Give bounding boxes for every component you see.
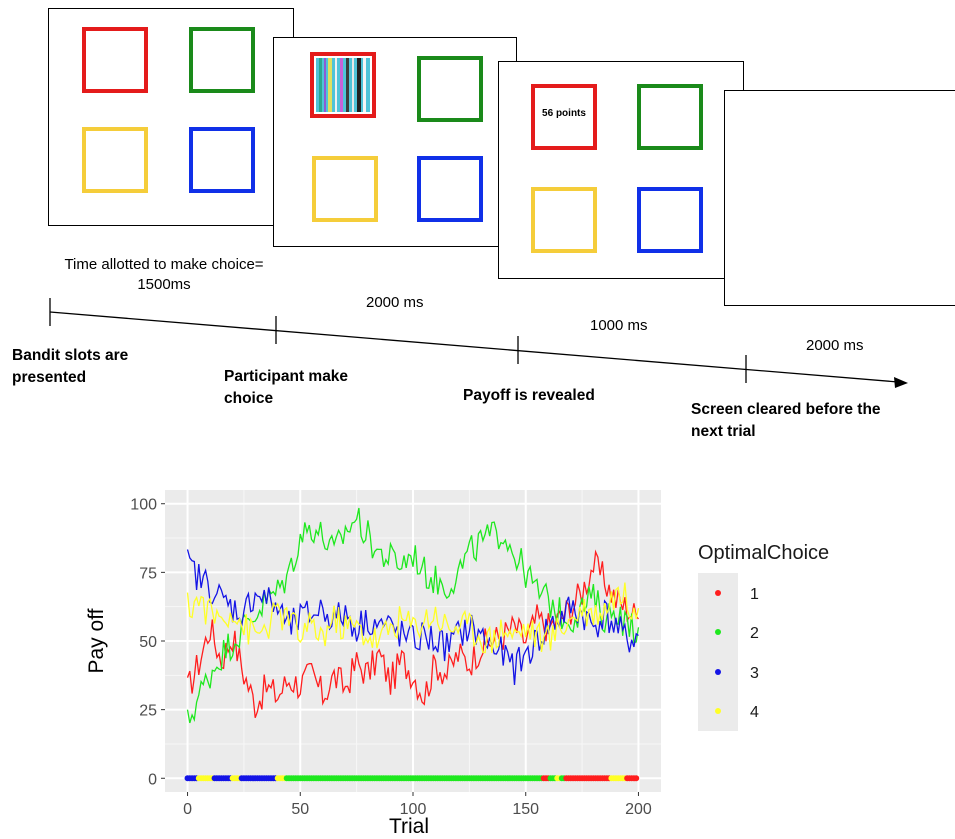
- y-tick-label: 75: [139, 565, 157, 582]
- slot-green: [189, 27, 255, 93]
- legend-entry-2: 2: [715, 625, 759, 642]
- legend-entry-4: 4: [715, 704, 759, 721]
- legend-entry-1: 1: [715, 586, 759, 603]
- duration-label-3: 2000 ms: [806, 337, 864, 354]
- legend-label-3: 3: [750, 665, 759, 682]
- slot-green: [637, 84, 703, 150]
- choice-window-label: Time allotted to make choice= 1500ms: [64, 256, 264, 293]
- legend-key-background: [698, 573, 738, 731]
- screen-choice: [273, 37, 517, 247]
- payoff-chart: 0 50 100 150 200 0 25 50 75 100 Pay off Trial Opt…: [85, 490, 829, 838]
- optimal-choice-point: [633, 775, 640, 782]
- timeline-arrow: [49, 298, 908, 388]
- legend: OptimalChoice 1 2 3 4: [698, 542, 829, 731]
- slot-red-payoff: 56 points: [531, 84, 597, 150]
- payoff-points-label: 56 points: [542, 108, 586, 119]
- series-line-4: [186, 582, 640, 654]
- event-label-2: Participant make choice: [224, 368, 349, 407]
- legend-key-2: [715, 629, 721, 635]
- series-lines: [186, 507, 640, 724]
- series-line-3: [186, 549, 639, 685]
- series-line-2: [186, 507, 640, 724]
- slot-green: [417, 56, 483, 122]
- legend-key-4: [715, 708, 721, 714]
- slot-red: [82, 27, 148, 93]
- event-label-3: Payoff is revealed: [463, 387, 595, 404]
- x-tick-label: 50: [291, 801, 309, 818]
- slot-blue: [637, 187, 703, 253]
- y-tick-label: 25: [139, 703, 157, 720]
- legend-key-1: [715, 590, 721, 596]
- arrowhead-icon: [894, 377, 908, 388]
- optimal-choice-points: [184, 775, 640, 782]
- legend-key-3: [715, 669, 721, 675]
- duration-label-2: 1000 ms: [590, 317, 648, 334]
- legend-entry-3: 3: [715, 665, 759, 682]
- y-tick-label: 0: [148, 771, 157, 788]
- y-tick-label: 100: [130, 497, 157, 514]
- legend-label-2: 2: [750, 625, 759, 642]
- screen-payoff: 56 points: [498, 61, 744, 279]
- x-tick-label: 100: [400, 801, 427, 818]
- y-axis-title: Pay off: [85, 608, 108, 673]
- x-axis-title: Trial: [389, 815, 429, 838]
- slot-yellow: [82, 127, 148, 193]
- legend-label-1: 1: [750, 586, 759, 603]
- slot-yellow: [312, 156, 378, 222]
- legend-title: OptimalChoice: [698, 542, 829, 564]
- event-label-4: Screen cleared before the next trial: [691, 401, 881, 440]
- x-tick-label: 150: [512, 801, 539, 818]
- x-tick-label: 200: [625, 801, 652, 818]
- slot-blue: [189, 127, 255, 193]
- event-label-1: Bandit slots are presented: [12, 347, 129, 386]
- axes: 0 50 100 150 200 0 25 50 75 100: [130, 497, 652, 818]
- slot-blue: [417, 156, 483, 222]
- screen-bandit-presented: [48, 8, 294, 226]
- legend-label-4: 4: [750, 704, 759, 721]
- screen-cleared: [724, 90, 955, 306]
- slot-yellow: [531, 187, 597, 253]
- x-tick-label: 0: [183, 801, 192, 818]
- slot-red-chosen: [310, 52, 376, 118]
- duration-label-1: 2000 ms: [366, 294, 424, 311]
- spinning-stripes-icon: [316, 58, 370, 112]
- y-tick-label: 50: [139, 634, 157, 651]
